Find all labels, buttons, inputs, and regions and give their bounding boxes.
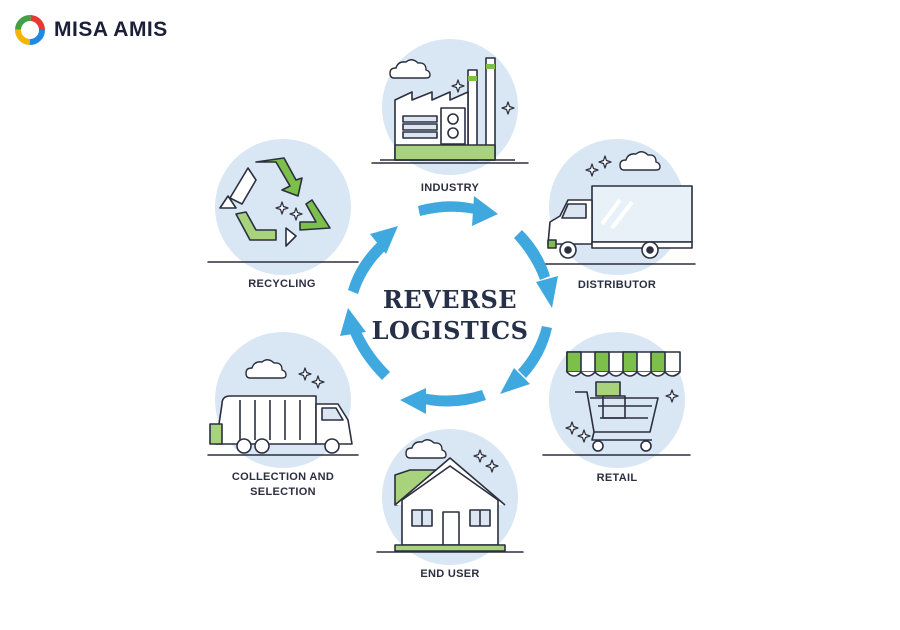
label-recycling: RECYCLING: [248, 278, 316, 290]
label-collection-line-1: COLLECTION AND: [231, 471, 335, 483]
diagram-title: REVERSE LOGISTICS: [360, 284, 540, 346]
house-icon: [394, 457, 506, 552]
garbage-truck-icon: [209, 395, 353, 454]
arrow-1: [418, 196, 498, 226]
arrow-2: [514, 230, 558, 308]
label-end-user: END USER: [420, 568, 480, 580]
logo-icon: [15, 15, 45, 45]
recycle-icon: [219, 157, 331, 247]
arrow-6: [348, 226, 398, 294]
ground-lines: [207, 162, 696, 553]
shopping-cart-icon: [566, 351, 681, 452]
factory-icon: [380, 57, 515, 161]
brand-name: MISA AMIS: [54, 18, 168, 41]
title-line-2: LOGISTICS: [371, 316, 529, 345]
arrow-3: [500, 326, 552, 394]
arrow-4: [400, 388, 486, 414]
title-line-1: REVERSE: [382, 285, 518, 314]
label-retail: RETAIL: [596, 472, 638, 484]
brand-logo: MISA AMIS: [14, 14, 168, 46]
label-collection-and-selection: COLLECTION AND SELECTION: [213, 470, 353, 500]
label-industry: INDUSTRY: [420, 182, 480, 194]
label-distributor: DISTRIBUTOR: [577, 279, 657, 291]
flow-arrows: [340, 196, 558, 414]
arrow-5: [340, 308, 390, 380]
label-collection-line-2: SELECTION: [250, 486, 316, 498]
truck-icon: [547, 185, 693, 259]
